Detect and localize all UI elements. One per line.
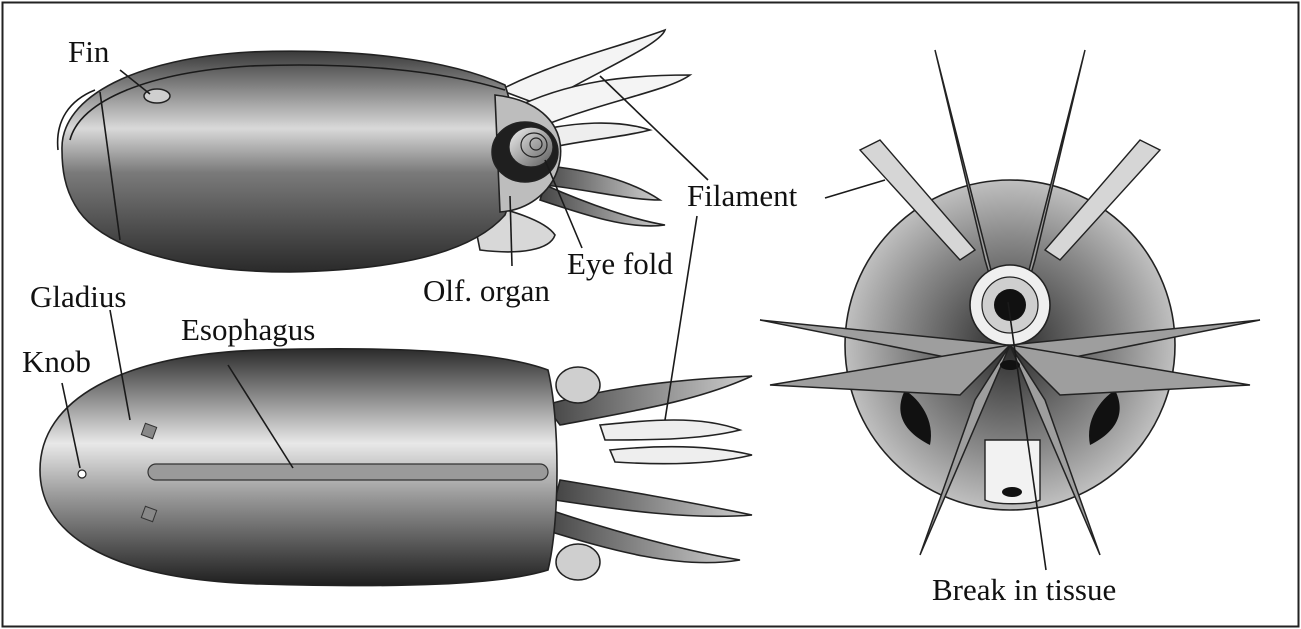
lower-lobe-mark [1002,487,1022,497]
esophagus-bar [148,464,548,480]
eye-dorsal-lower [556,544,600,580]
label-gladius: Gladius [30,279,126,314]
knob-marker [78,470,86,478]
eye-dorsal-upper [556,367,600,403]
label-eye-fold: Eye fold [567,246,673,281]
mantle-lateral [62,51,516,272]
fin-shape [144,89,170,103]
label-esophagus: Esophagus [181,312,315,347]
eye-lateral [492,122,558,182]
label-knob: Knob [22,344,91,379]
label-olf-organ: Olf. organ [423,273,550,308]
label-break-in-tissue: Break in tissue [932,572,1116,607]
label-filament: Filament [687,178,798,213]
label-fin: Fin [68,34,110,69]
